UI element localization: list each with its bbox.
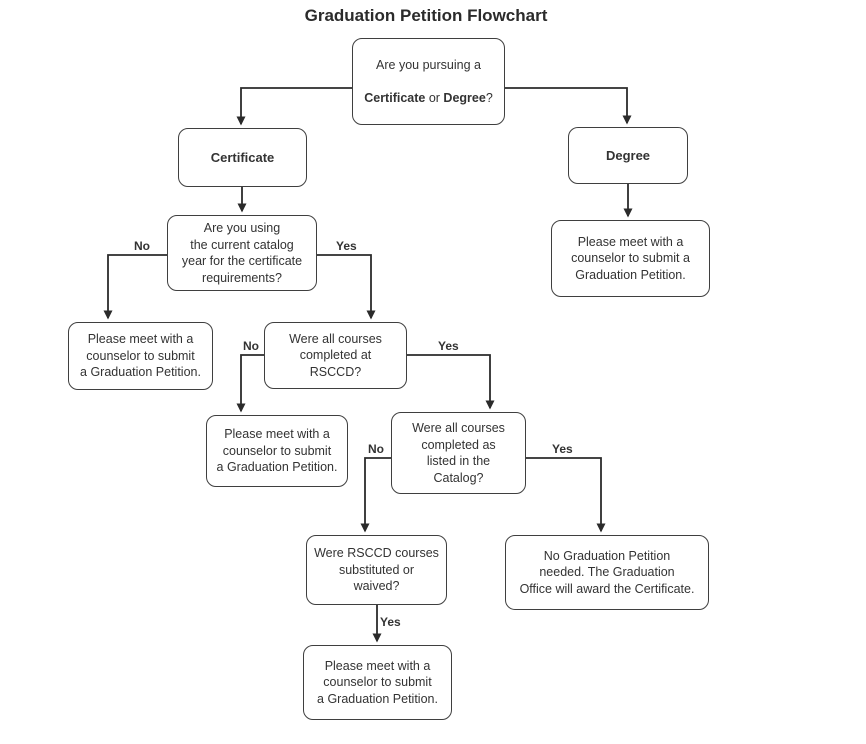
node-rsccd-question: Were all courses completed at RSCCD? — [264, 322, 407, 389]
edge-label-yes-1: Yes — [336, 239, 357, 253]
edge-label-no-2: No — [243, 339, 259, 353]
edge-catalog-listed-no — [360, 457, 391, 533]
edge-label-no-3: No — [368, 442, 384, 456]
node-counselor-bottom: Please meet with a counselor to submit a… — [303, 645, 452, 720]
node-catalog-listed-question: Were all courses completed as listed in … — [391, 412, 526, 494]
node-counselor-mid: Please meet with a counselor to submit a… — [206, 415, 348, 487]
node-substituted-question: Were RSCCD courses substituted or waived… — [306, 535, 447, 605]
edge-label-no-1: No — [134, 239, 150, 253]
edge-pursuing-to-certificate — [236, 87, 353, 126]
edge-rsccd-no — [236, 354, 264, 413]
pursuing-degree-text: Degree — [443, 90, 486, 105]
pursuing-line1: Are you pursuing a — [376, 57, 481, 72]
edge-label-yes-4: Yes — [380, 615, 401, 629]
edge-label-yes-3: Yes — [552, 442, 573, 456]
edge-rsccd-yes — [407, 354, 495, 410]
edge-catalog-listed-yes — [526, 457, 606, 533]
node-degree: Degree — [568, 127, 688, 184]
node-catalog-year-question: Are you using the current catalog year f… — [167, 215, 317, 291]
pursuing-or-text: or — [425, 90, 444, 105]
pursuing-certificate-text: Certificate — [364, 90, 426, 105]
pursuing-question-mark: ? — [485, 90, 493, 105]
node-counselor-left: Please meet with a counselor to submit a… — [68, 322, 213, 390]
edge-pursuing-to-degree — [504, 87, 632, 125]
node-no-petition: No Graduation Petition needed. The Gradu… — [505, 535, 709, 610]
page-title: Graduation Petition Flowchart — [304, 6, 548, 25]
edge-catalog-year-no — [103, 254, 167, 320]
edge-catalog-year-yes — [317, 254, 376, 320]
node-counselor-degree: Please meet with a counselor to submit a… — [551, 220, 710, 297]
edge-label-yes-2: Yes — [438, 339, 459, 353]
pursuing-line2: Certificate or Degree? — [364, 90, 493, 107]
node-pursuing-question: Are you pursuing a Certificate or Degree… — [352, 38, 505, 125]
node-certificate: Certificate — [178, 128, 307, 187]
